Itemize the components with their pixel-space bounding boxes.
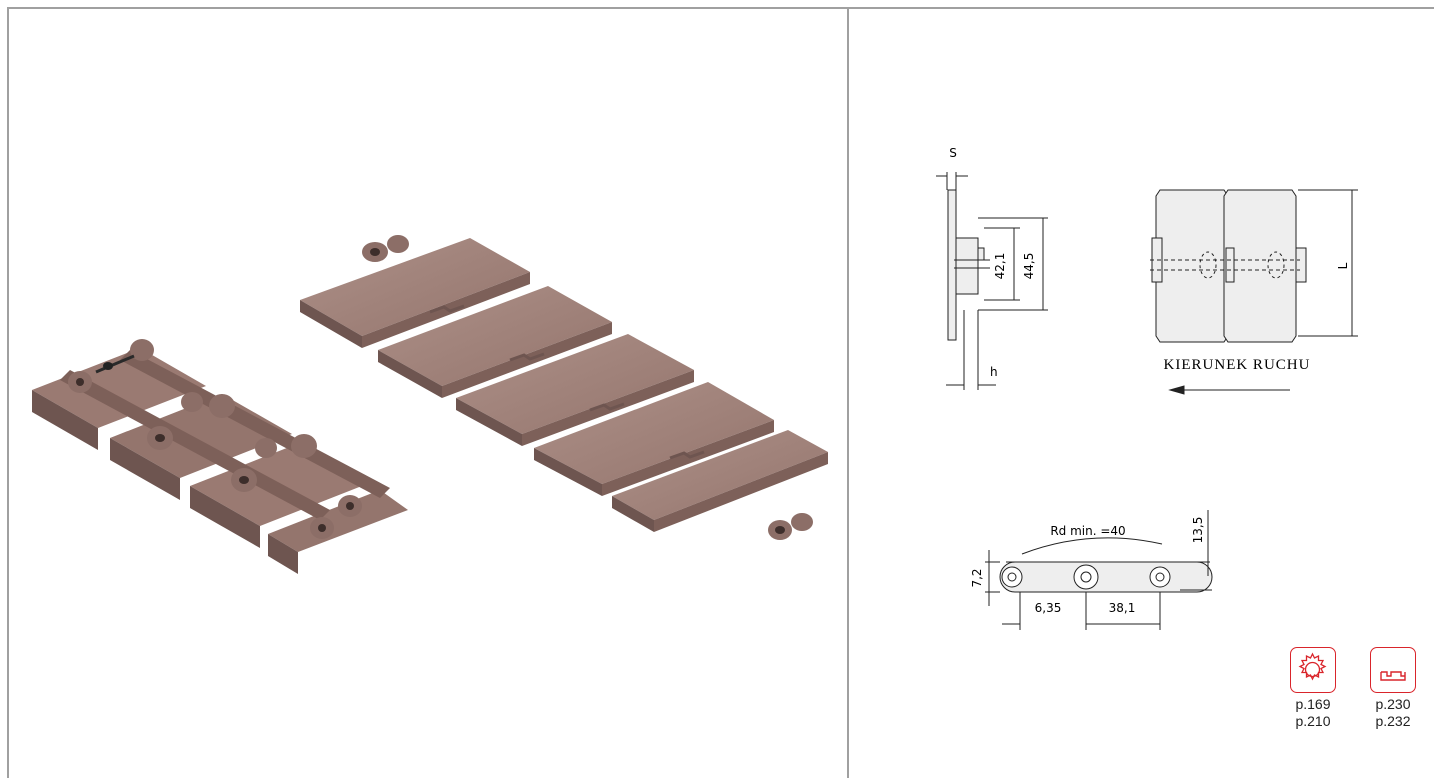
chain-top-view	[300, 235, 828, 540]
product-photo	[10, 10, 846, 776]
guide-page-2[interactable]: p.232	[1375, 713, 1411, 729]
dim-7-label: 7,2	[970, 568, 984, 587]
profile-view-drawing	[985, 510, 1213, 630]
dim-s-label: S	[949, 146, 957, 160]
panel-divider	[847, 7, 849, 778]
radius-label: Rd min. =40	[1050, 524, 1125, 538]
guide-page-refs: p.230 p.232	[1366, 696, 1420, 730]
dim-l-label: L	[1336, 262, 1350, 269]
technical-drawings: S h 42,1 44,5 L KIERUNEK RUCHU	[850, 10, 1434, 776]
direction-label: KIERUNEK RUCHU	[1164, 357, 1311, 373]
dim-h-label: h	[990, 365, 998, 379]
dim-42-label: 42,1	[993, 253, 1007, 280]
guide-reference-badge[interactable]	[1370, 647, 1416, 693]
sprocket-reference-badge[interactable]	[1290, 647, 1336, 693]
sprocket-icon	[1298, 652, 1327, 681]
dim-13-label: 13,5	[1191, 517, 1205, 544]
dim-44-label: 44,5	[1022, 253, 1036, 280]
dim-38-label: 38,1	[1109, 601, 1136, 615]
top-view-drawing	[1150, 189, 1358, 395]
sprocket-page-refs: p.169 p.210	[1287, 696, 1339, 730]
guide-page-1[interactable]: p.230	[1375, 696, 1411, 712]
chain-bottom-view	[32, 339, 408, 574]
sprocket-page-1[interactable]: p.169	[1295, 696, 1331, 712]
dim-6-label: 6,35	[1035, 601, 1062, 615]
drawing-canvas: S h 42,1 44,5 L KIERUNEK RUCHU	[936, 146, 1358, 630]
page-frame	[7, 7, 1434, 778]
chain-photo-illustration	[32, 235, 828, 574]
side-view-drawing	[936, 172, 1048, 390]
guide-rail-icon	[1380, 671, 1406, 681]
sprocket-page-2[interactable]: p.210	[1295, 713, 1331, 729]
